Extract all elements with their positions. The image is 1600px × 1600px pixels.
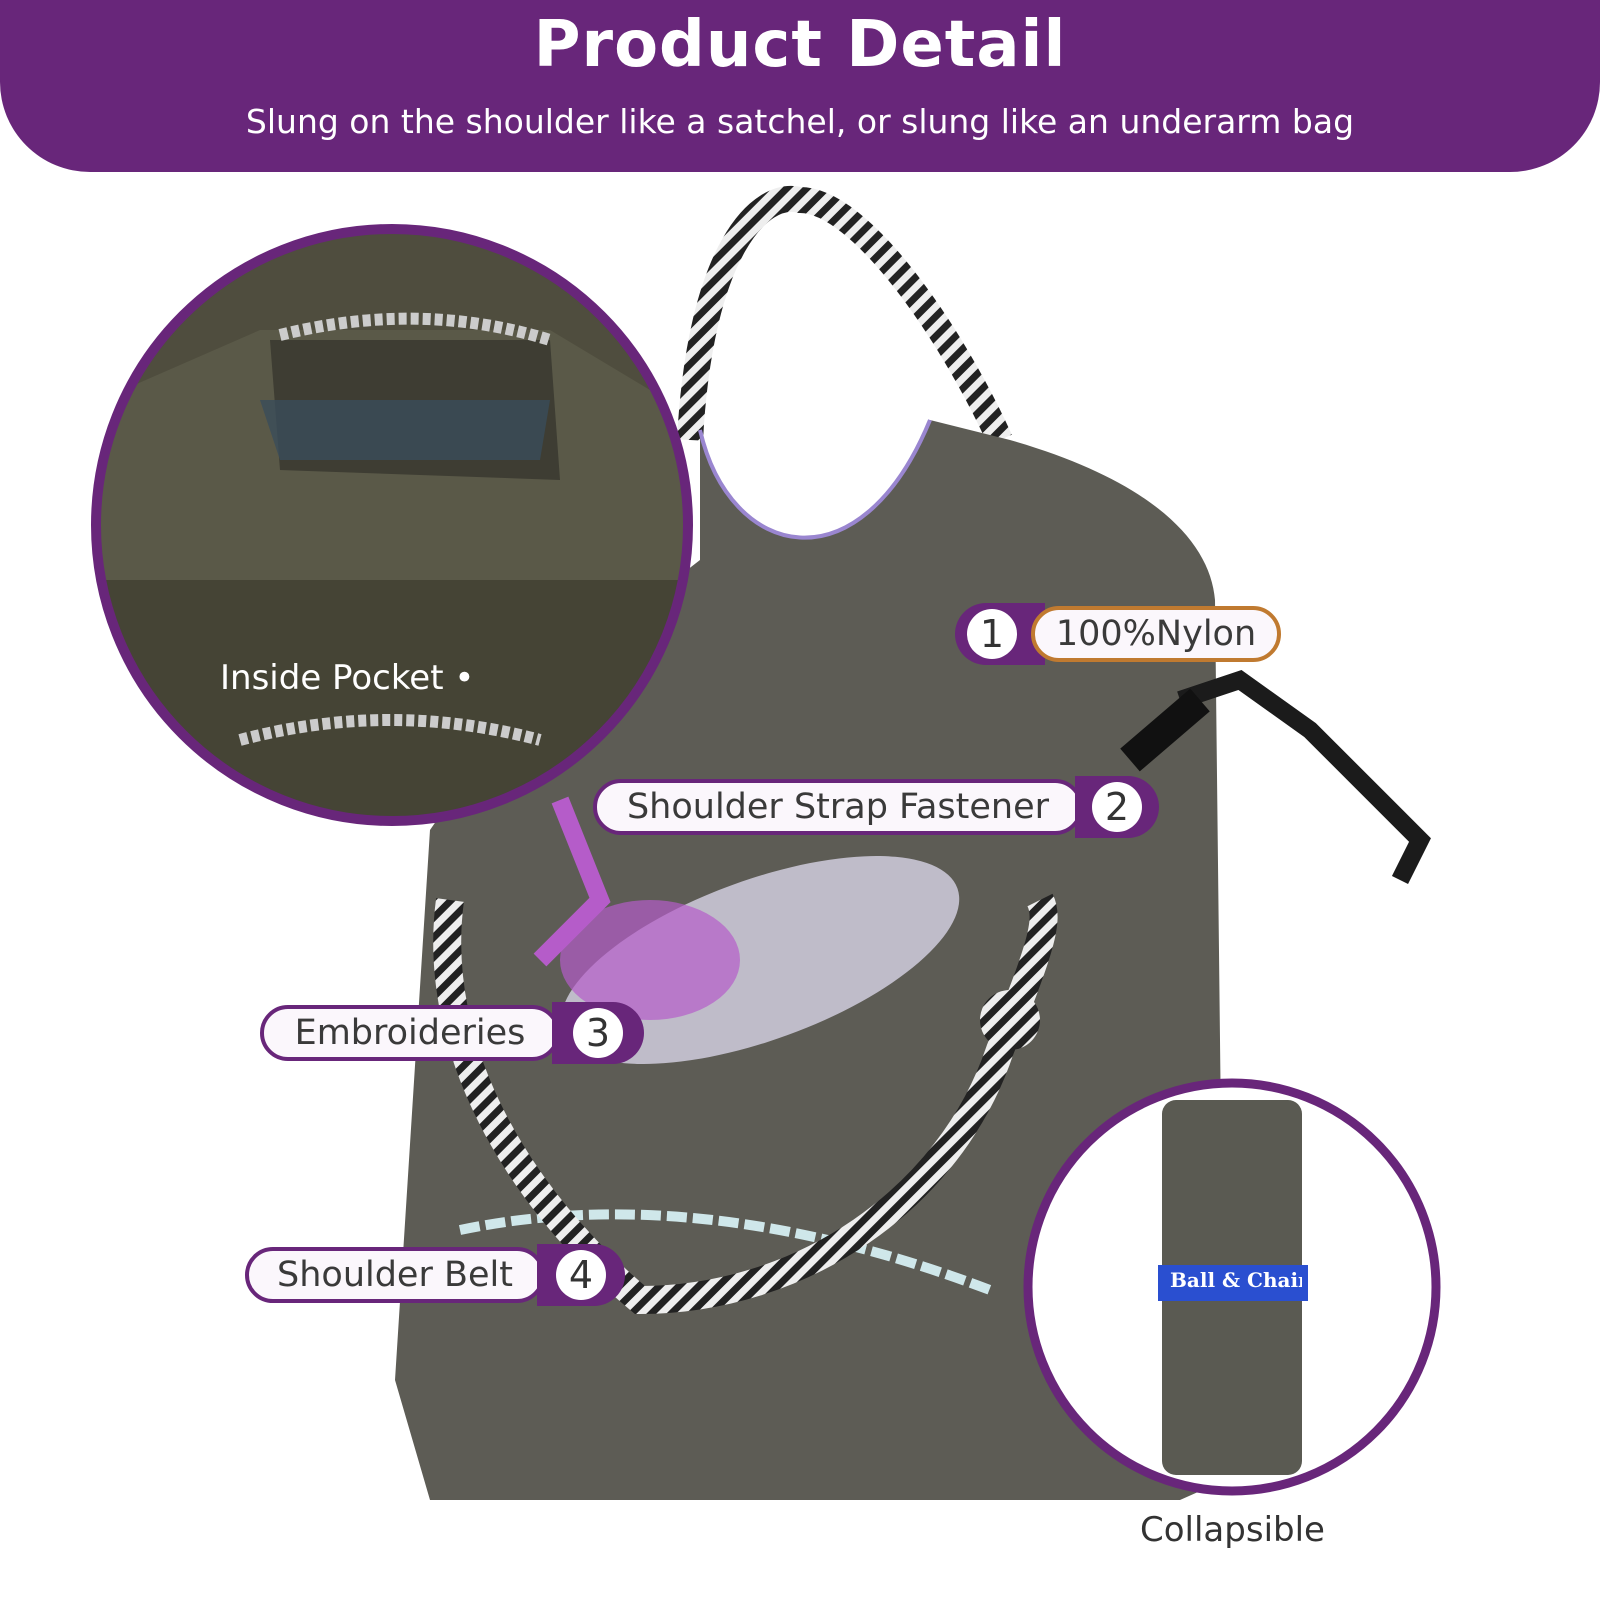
header-banner: Product Detail Slung on the shoulder lik… [0, 0, 1600, 172]
callout-number: 2 [1092, 782, 1142, 832]
shoulder-belt-rope [433, 893, 1058, 1315]
callout-nylon: 1 100%Nylon [955, 603, 1281, 665]
collapsible-label: Collapsible [1140, 1510, 1325, 1550]
callout-number: 3 [573, 1008, 623, 1058]
page-title: Product Detail [533, 8, 1067, 82]
inside-pocket-label: Inside Pocket • [220, 658, 475, 698]
brand-band-text: Ball & Chain [1170, 1268, 1302, 1292]
callout-label: Shoulder Strap Fastener [593, 779, 1083, 835]
callout-shoulder-belt: Shoulder Belt 4 [245, 1244, 625, 1306]
page-subtitle: Slung on the shoulder like a satchel, or… [245, 102, 1355, 141]
callout-label: Shoulder Belt [245, 1247, 545, 1303]
black-strap [1177, 670, 1431, 885]
callout-label: Embroideries [260, 1005, 560, 1061]
callout-label: 100%Nylon [1031, 606, 1281, 662]
callout-number: 4 [556, 1250, 606, 1300]
callout-embroideries: Embroideries 3 [260, 1002, 644, 1064]
callout-strap-fastener: Shoulder Strap Fastener 2 [593, 776, 1159, 838]
callout-number: 1 [967, 609, 1017, 659]
top-handle [677, 186, 1012, 446]
collapsible-inset [1023, 1078, 1441, 1496]
inside-pocket-inset [91, 224, 693, 826]
